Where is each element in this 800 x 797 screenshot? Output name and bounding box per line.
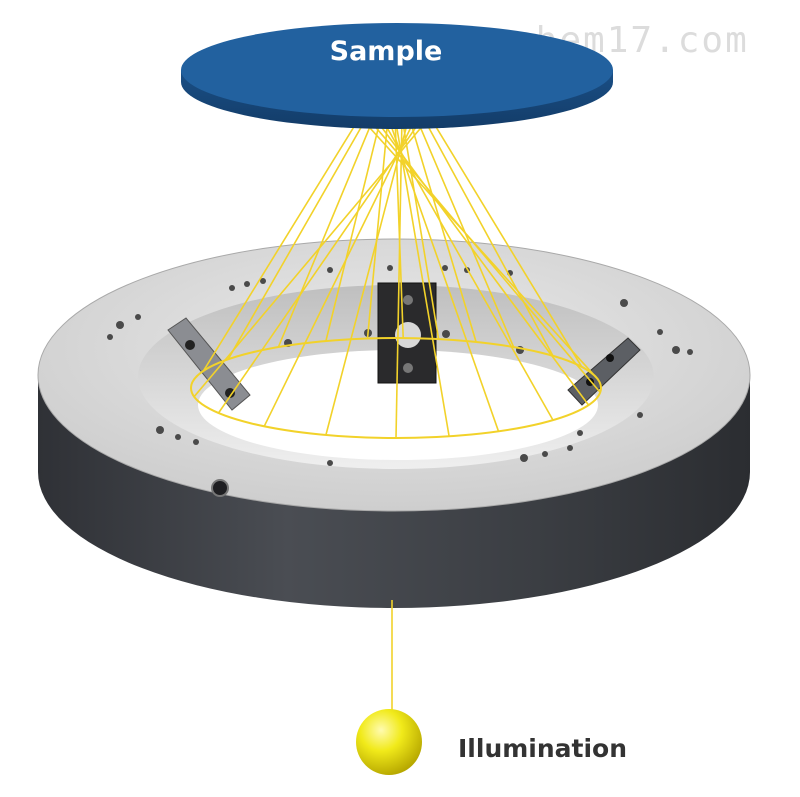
- light-ray: [380, 116, 554, 421]
- illumination-label: Illumination: [458, 734, 627, 763]
- light-ray: [366, 116, 389, 339]
- light-ray: [401, 116, 440, 340]
- integrating-ring: [37, 238, 751, 608]
- light-ray: [325, 116, 410, 436]
- light-ray: [387, 116, 500, 432]
- light-ray: [408, 116, 477, 343]
- focus-ellipse: [190, 337, 602, 439]
- side-port: [211, 479, 229, 497]
- light-ray: [395, 116, 403, 439]
- right-bracket: [567, 337, 641, 406]
- light-ray: [394, 116, 450, 437]
- light-rays: [193, 116, 601, 439]
- light-ray: [422, 116, 554, 357]
- light-ray: [325, 116, 382, 342]
- light-ray: [429, 116, 583, 368]
- light-ray: [373, 116, 590, 406]
- sample-disc-top: [181, 23, 613, 117]
- light-ray: [263, 116, 417, 427]
- left-bracket: [167, 317, 251, 411]
- light-ray: [277, 116, 375, 348]
- illumination-sphere-icon: [356, 709, 422, 775]
- light-ray: [366, 116, 601, 393]
- center-bracket: [377, 282, 437, 384]
- light-ray: [193, 116, 431, 398]
- sample-label: Sample: [330, 36, 443, 67]
- light-ray: [202, 116, 361, 372]
- sample-disc: Sample: [181, 23, 613, 129]
- light-ray: [394, 116, 404, 339]
- light-ray: [227, 116, 368, 360]
